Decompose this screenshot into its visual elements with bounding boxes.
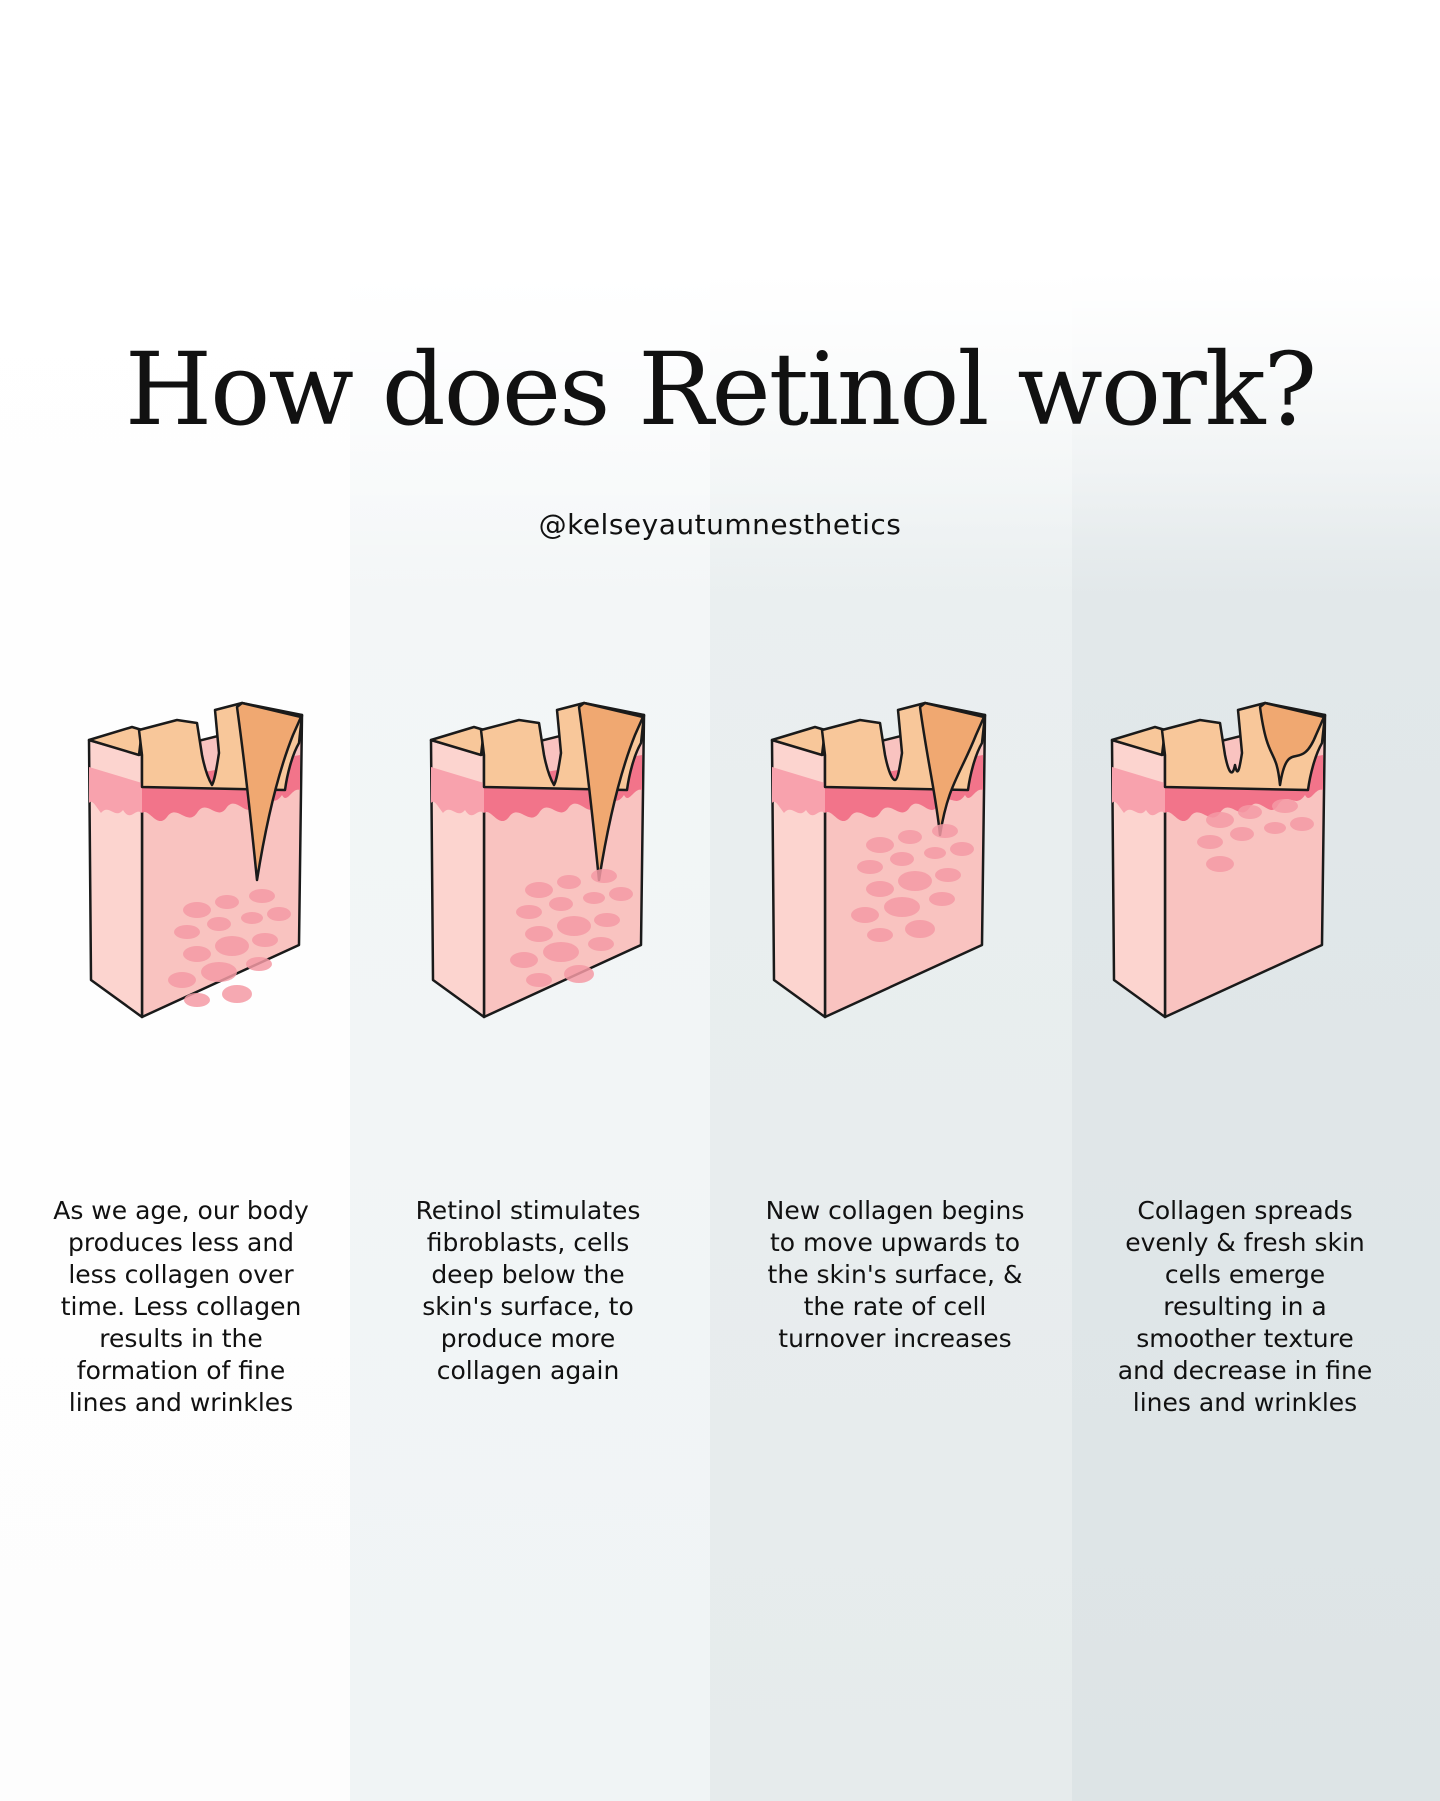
collagen-blob: [851, 907, 879, 923]
collagen-blob: [866, 837, 894, 853]
collagen-blob: [1264, 822, 1286, 834]
collagen-blob: [1272, 799, 1298, 813]
page-title: How does Retinol work?: [124, 331, 1317, 448]
collagen-blob: [898, 871, 932, 891]
collagen-blob: [525, 882, 553, 898]
collagen-blob: [924, 847, 946, 859]
collagen-blob: [249, 889, 275, 903]
collagen-blob: [207, 917, 231, 931]
collagen-blob: [183, 946, 211, 962]
skin-diagram-1: [87, 701, 304, 1019]
collagen-blob: [174, 925, 200, 939]
collagen-blob: [549, 897, 573, 911]
collagen-blob: [950, 842, 974, 856]
collagen-blob: [905, 920, 935, 938]
step-caption-3: New collagen begins to move upwards to t…: [765, 1196, 1025, 1353]
collagen-blob: [1206, 856, 1234, 872]
step-caption-4: Collagen spreads evenly & fresh skin cel…: [1117, 1196, 1373, 1417]
collagen-blob: [867, 928, 893, 942]
collagen-blob: [591, 869, 617, 883]
collagen-blob: [168, 972, 196, 988]
collagen-blob: [866, 881, 894, 897]
collagen-blob: [588, 937, 614, 951]
collagen-blob: [510, 952, 538, 968]
collagen-blob: [201, 962, 237, 982]
collagen-blob: [184, 993, 210, 1007]
collagen-blob: [1238, 805, 1262, 819]
epidermis-side: [89, 767, 142, 816]
collagen-blob: [526, 973, 552, 987]
collagen-blob: [215, 936, 249, 956]
collagen-blob: [935, 868, 961, 882]
skin-diagram-2: [429, 701, 646, 1019]
collagen-blob: [594, 913, 620, 927]
collagen-blob: [898, 830, 922, 844]
collagen-blob: [884, 897, 920, 917]
collagen-blob: [215, 895, 239, 909]
collagen-blob: [557, 916, 591, 936]
top-fade: [0, 0, 1440, 600]
collagen-blob: [857, 860, 883, 874]
skin-diagram-4: [1110, 701, 1327, 1019]
collagen-blob: [1197, 835, 1223, 849]
collagen-blob: [516, 905, 542, 919]
collagen-blob: [252, 933, 278, 947]
collagen-blob: [1230, 827, 1254, 841]
collagen-blob: [929, 892, 955, 906]
collagen-blob: [525, 926, 553, 942]
collagen-blob: [932, 824, 958, 838]
collagen-blob: [1290, 817, 1314, 831]
deep-wrinkle: [1258, 701, 1326, 787]
epidermis-side: [431, 767, 484, 816]
collagen-blob: [557, 875, 581, 889]
collagen-blob: [222, 985, 252, 1003]
skin-diagram-3: [770, 701, 987, 1019]
author-handle: @kelseyautumnesthetics: [538, 508, 902, 541]
epidermis-side: [772, 767, 825, 816]
collagen-blob: [583, 892, 605, 904]
collagen-blob: [1206, 812, 1234, 828]
deep-wrinkle: [235, 701, 303, 882]
collagen-blob: [890, 852, 914, 866]
collagen-blob: [609, 887, 633, 901]
collagen-blob: [564, 965, 594, 983]
step-caption-2: Retinol stimulates fibroblasts, cells de…: [415, 1196, 641, 1385]
collagen-blob: [246, 957, 272, 971]
collagen-blob: [241, 912, 263, 924]
epidermis-side: [1112, 767, 1165, 816]
collagen-blob: [543, 942, 579, 962]
step-caption-1: As we age, our body produces less and le…: [53, 1196, 309, 1417]
collagen-blob: [183, 902, 211, 918]
collagen-blob: [267, 907, 291, 921]
